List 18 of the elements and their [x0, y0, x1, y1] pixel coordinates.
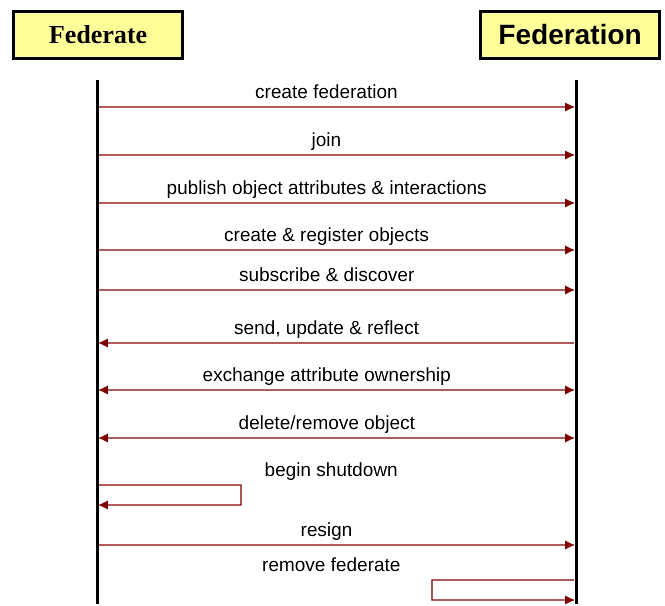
participant-box: Federation — [479, 10, 661, 60]
edge-label: create & register objects — [222, 226, 431, 246]
message-arrow — [99, 386, 574, 394]
message-arrow — [99, 246, 574, 254]
edge-label: delete/remove object — [236, 414, 417, 434]
message-arrow — [99, 102, 574, 112]
message-arrow — [99, 434, 574, 442]
self-message-arrow — [99, 484, 242, 510]
edge-label: publish object attributes & interactions — [164, 179, 489, 199]
message-arrow — [99, 338, 574, 348]
message-arrow — [99, 150, 574, 160]
participant-box: Federate — [12, 10, 184, 60]
self-message-arrow — [431, 579, 574, 604]
edge-label: exchange attribute ownership — [200, 366, 453, 386]
message-arrow — [99, 286, 574, 294]
message-arrow — [99, 198, 574, 208]
message-arrow — [99, 540, 574, 550]
edge-label: send, update & reflect — [232, 319, 421, 339]
